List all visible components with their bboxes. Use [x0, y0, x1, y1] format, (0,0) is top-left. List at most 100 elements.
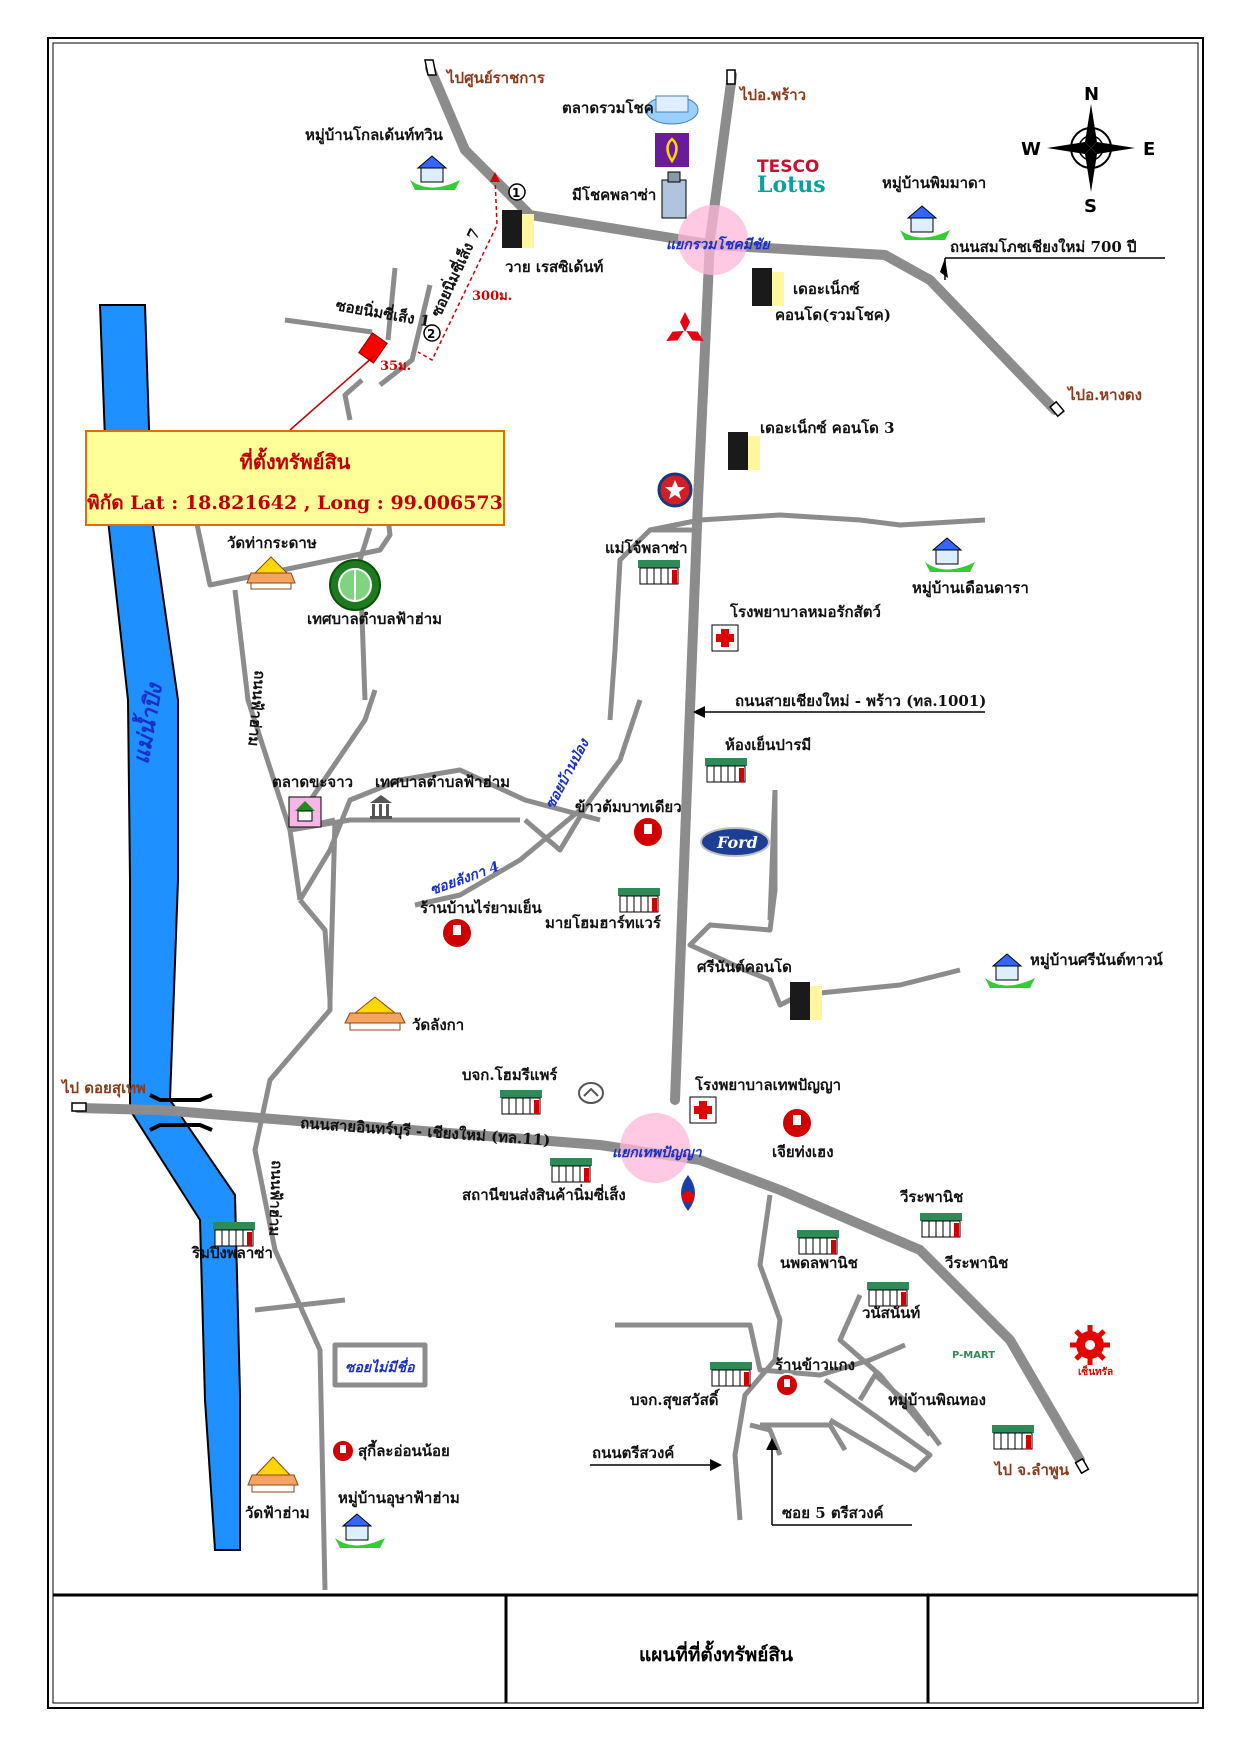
intersection-thep-panya: [620, 1113, 690, 1183]
label-fa-ham-municipality-2: เทศบาลตำบลฟ้าฮ่าม: [375, 773, 510, 791]
label-khao-kaeng: ร้านข้าวแกง: [775, 1356, 855, 1374]
label-home-repair: บจก.โฮมรีแพร์: [462, 1065, 558, 1084]
ford-logo-text: Ford: [716, 833, 758, 852]
label-kad-jaeo: ตลาดขะจาว: [272, 773, 353, 791]
label-wat-tha-kradat: วัดท่ากระดาษ: [227, 534, 317, 552]
highway-cap-w: [71, 1102, 87, 1112]
restaurant-icon-khao-tom: [632, 816, 664, 848]
ptt-station-icon: [681, 1175, 695, 1211]
label-condo-ruamchok: คอนโด(รวมโชค): [775, 305, 891, 324]
shop-icon-wanassanan: [867, 1282, 909, 1307]
village-icon-upha: [335, 1513, 385, 1548]
road-superhighway: ถนนสมโภชเชียงใหม่ 700 ปี: [950, 237, 1137, 256]
label-weera-1: วีระพานิช: [899, 1188, 963, 1206]
road-soi-nim1: ซอยนิ่มซี่เส็ง 1: [334, 294, 432, 330]
restaurant-icon-jia-tong-heng: [781, 1107, 813, 1139]
lotus-logo-text: Lotus: [757, 172, 826, 198]
route-dashed-line: [417, 177, 498, 362]
compass-rose: [1047, 104, 1135, 192]
route-arrow-head: [490, 172, 500, 182]
dest-hang-dong: ไปอ.หางดง: [1066, 385, 1142, 404]
marker-1-label: 1: [512, 186, 520, 200]
highway-cap-se: [1049, 400, 1065, 418]
highway-cap-sse: [1074, 1457, 1090, 1475]
mazda-icon: [578, 1082, 604, 1104]
restaurant-icon-rai-yam-yen: [441, 917, 473, 949]
condo-icon-the-nexe: [752, 268, 784, 306]
dest-gov-center: ไปศูนย์ราชการ: [445, 68, 546, 88]
bank-icon: [655, 133, 689, 167]
pmart-logo-text: P-MART: [952, 1350, 995, 1361]
cm-phrao-arrow: [693, 706, 705, 718]
map-frame: [47, 37, 1204, 1709]
compass-e: E: [1143, 139, 1155, 160]
label-vet-hospital: โรงพยาบาลหมอรักสัตว์: [729, 602, 881, 621]
marker-2: [423, 324, 441, 342]
dest-lamphun: ไป จ.ลำพูน: [993, 1460, 1070, 1480]
tesco-logo-text: TESCO: [757, 157, 819, 177]
road-soi5-trisawong: ซอย 5 ตรีสวงค์: [782, 1504, 884, 1522]
temple-icon-tha-kradat: [246, 556, 296, 590]
restaurant-icon-suki: [331, 1439, 355, 1463]
market-icon-ruamchok: [645, 95, 699, 125]
central-logo-icon: [1070, 1325, 1110, 1365]
label-nim-express: สถานีขนส่งสินค้านิ่มซี่เส็ง: [462, 1184, 626, 1204]
label-wanassanan: วนัสนันท์: [862, 1304, 920, 1322]
shop-icon-noppadon: [797, 1230, 839, 1255]
shop-icon-suksawat: [710, 1362, 752, 1387]
market-icon-kad-jaeo: [288, 796, 322, 828]
callout-leader: [289, 355, 375, 431]
label-michok-plaza: มีโชคพลาซ่า: [572, 185, 656, 204]
dest-phrao: ไปอ.พร้าว: [738, 85, 806, 104]
label-jia-tong-heng: เจียท่งเฮง: [772, 1143, 834, 1161]
soi5-arrow: [766, 1438, 778, 1450]
road-soi-nim7: ซอยนิ่มซี่เส็ง 7: [425, 225, 484, 320]
dest-doi-suthep: ไป ดอยสุเทพ: [60, 1078, 146, 1098]
property-marker: [358, 332, 388, 364]
label-thep-panya: แยกเทพปัญญา: [612, 1145, 703, 1161]
highway-cap-n: [726, 69, 736, 85]
shop-icon-mae-jo: [638, 560, 680, 585]
hospital-icon-vet: [711, 624, 739, 652]
road-cm-phrao: ถนนสายเชียงใหม่ - พร้าว (ทล.1001): [735, 692, 986, 710]
marker-2-label: 2: [427, 327, 435, 341]
label-fa-ham-municipality: เทศบาลตำบลฟ้าฮ่าม: [307, 610, 442, 628]
map-inner-frame: [52, 42, 1199, 1704]
label-pimmada: หมู่บ้านพิมมาดา: [882, 174, 986, 193]
label-upha: หมู่บ้านอุษาฟ้าฮ่าม: [338, 1489, 460, 1508]
label-ruamchok-market: ตลาดรวมโชค: [562, 98, 654, 117]
village-icon-srinan-town: [985, 953, 1035, 988]
compass-s: S: [1084, 196, 1097, 217]
callout-title: ที่ตั้งทรัพย์สิน: [239, 450, 351, 474]
road-trisawong: ถนนตรีสวงค์: [592, 1444, 674, 1462]
label-wat-fa-ham: วัดฟ้าฮ่าม: [245, 1504, 310, 1522]
village-icon-pimmada: [900, 205, 950, 240]
label-noppadon: นพดลพานิช: [780, 1254, 858, 1272]
ping-river: [98, 304, 241, 1551]
condo-icon-srinan: [790, 982, 822, 1020]
label-suksawat: บจก.สุขสวัสดิ์: [630, 1388, 720, 1410]
intersection-ruamchok: [678, 205, 748, 275]
label-weera-2: วีระพานิช: [944, 1254, 1008, 1272]
bridge: [149, 1093, 213, 1132]
label-ruamchok: แยกรวมโชคมีชัย: [666, 235, 771, 253]
distance-300m: 300ม.: [472, 289, 512, 304]
label-hong-yen: ห้องเย็นปารมี: [725, 735, 811, 754]
road-inburi-cm: ถนนสายอินทร์บุรี - เชียงใหม่ (ทล.11): [300, 1114, 551, 1150]
village-icon-duean-dara: [925, 537, 975, 572]
map-footer-title: แผนที่ที่ตั้งทรัพย์สิน: [638, 1644, 793, 1666]
road-fa-ham-2: ถนนฟ้าฮ่าม: [265, 1160, 286, 1237]
caltex-icon: [657, 472, 693, 508]
label-pinthong: หมู่บ้านพิณทอง: [888, 1391, 986, 1410]
shop-icon-weera-1: [920, 1213, 962, 1238]
government-icon: [370, 795, 392, 819]
label-the-nexe-3: เดอะเน็กซ์ คอนโด 3: [760, 418, 895, 437]
compass-n: N: [1084, 84, 1099, 105]
village-icon-golden-twin: [410, 155, 460, 190]
trisawong-arrow: [710, 1459, 722, 1471]
label-golden-twin: หมู่บ้านโกลเด้นท์ทวิน: [305, 125, 444, 145]
compass-w: W: [1021, 139, 1041, 160]
label-my-home: มายโฮมฮาร์ทแวร์: [545, 913, 662, 932]
label-wat-langka: วัดลังกา: [412, 1016, 464, 1034]
